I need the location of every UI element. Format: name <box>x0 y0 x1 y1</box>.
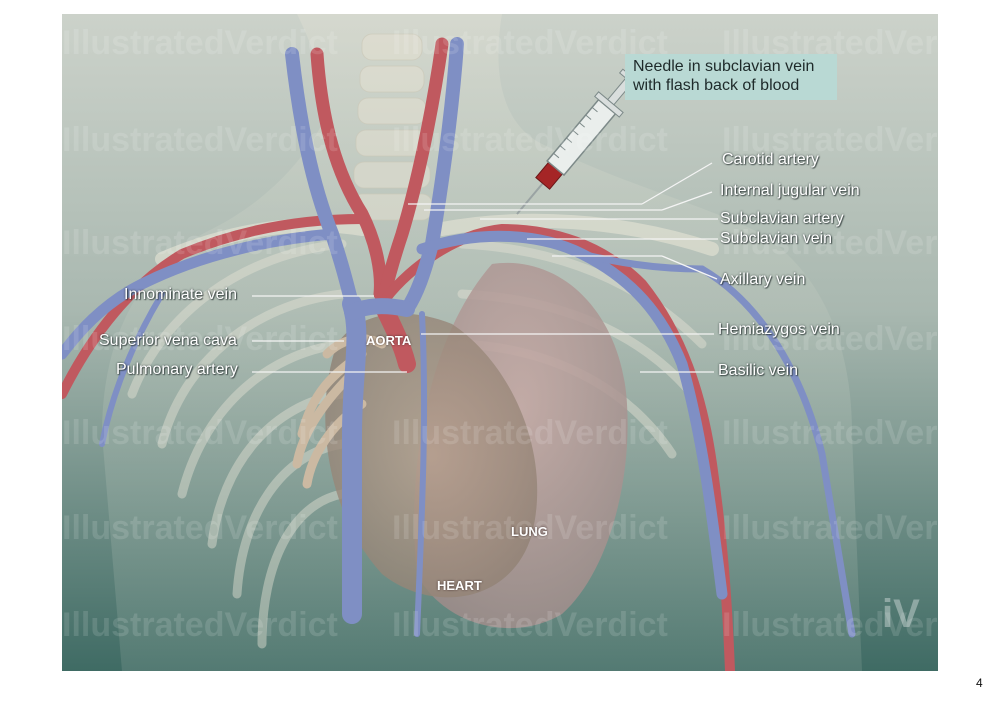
label-axillary-vein: Axillary vein <box>720 271 806 288</box>
illustration-canvas <box>62 14 938 671</box>
page-number: 4 <box>976 676 983 690</box>
label-heart: HEART <box>437 578 482 593</box>
label-internal-jugular-vein: Internal jugular vein <box>720 182 860 199</box>
label-basilic-vein: Basilic vein <box>718 362 799 379</box>
veins <box>62 37 856 638</box>
label-innominate-vein: Innominate vein <box>124 286 237 303</box>
anatomy-illustration: IllustratedVerdict IllustratedVerdict Il… <box>62 14 938 671</box>
label-aorta: AORTA <box>366 333 412 348</box>
leader-lines <box>252 162 718 373</box>
label-pulmonary-artery: Pulmonary artery <box>116 361 238 378</box>
heart <box>325 313 538 598</box>
callout-line-2: with flash back of blood <box>633 77 800 94</box>
label-subclavian-vein: Subclavian vein <box>720 230 833 247</box>
callout-line-1: Needle in subclavian vein <box>633 58 815 75</box>
needle-callout-box: Needle in subclavian vein with flash bac… <box>625 54 837 100</box>
label-superior-vena-cava: Superior vena cava <box>99 332 237 349</box>
label-hemiazygos-vein: Hemiazygos vein <box>718 321 840 338</box>
label-lung: LUNG <box>511 524 548 539</box>
label-subclavian-artery: Subclavian artery <box>720 210 844 227</box>
label-carotid-artery: Carotid artery <box>722 151 819 168</box>
